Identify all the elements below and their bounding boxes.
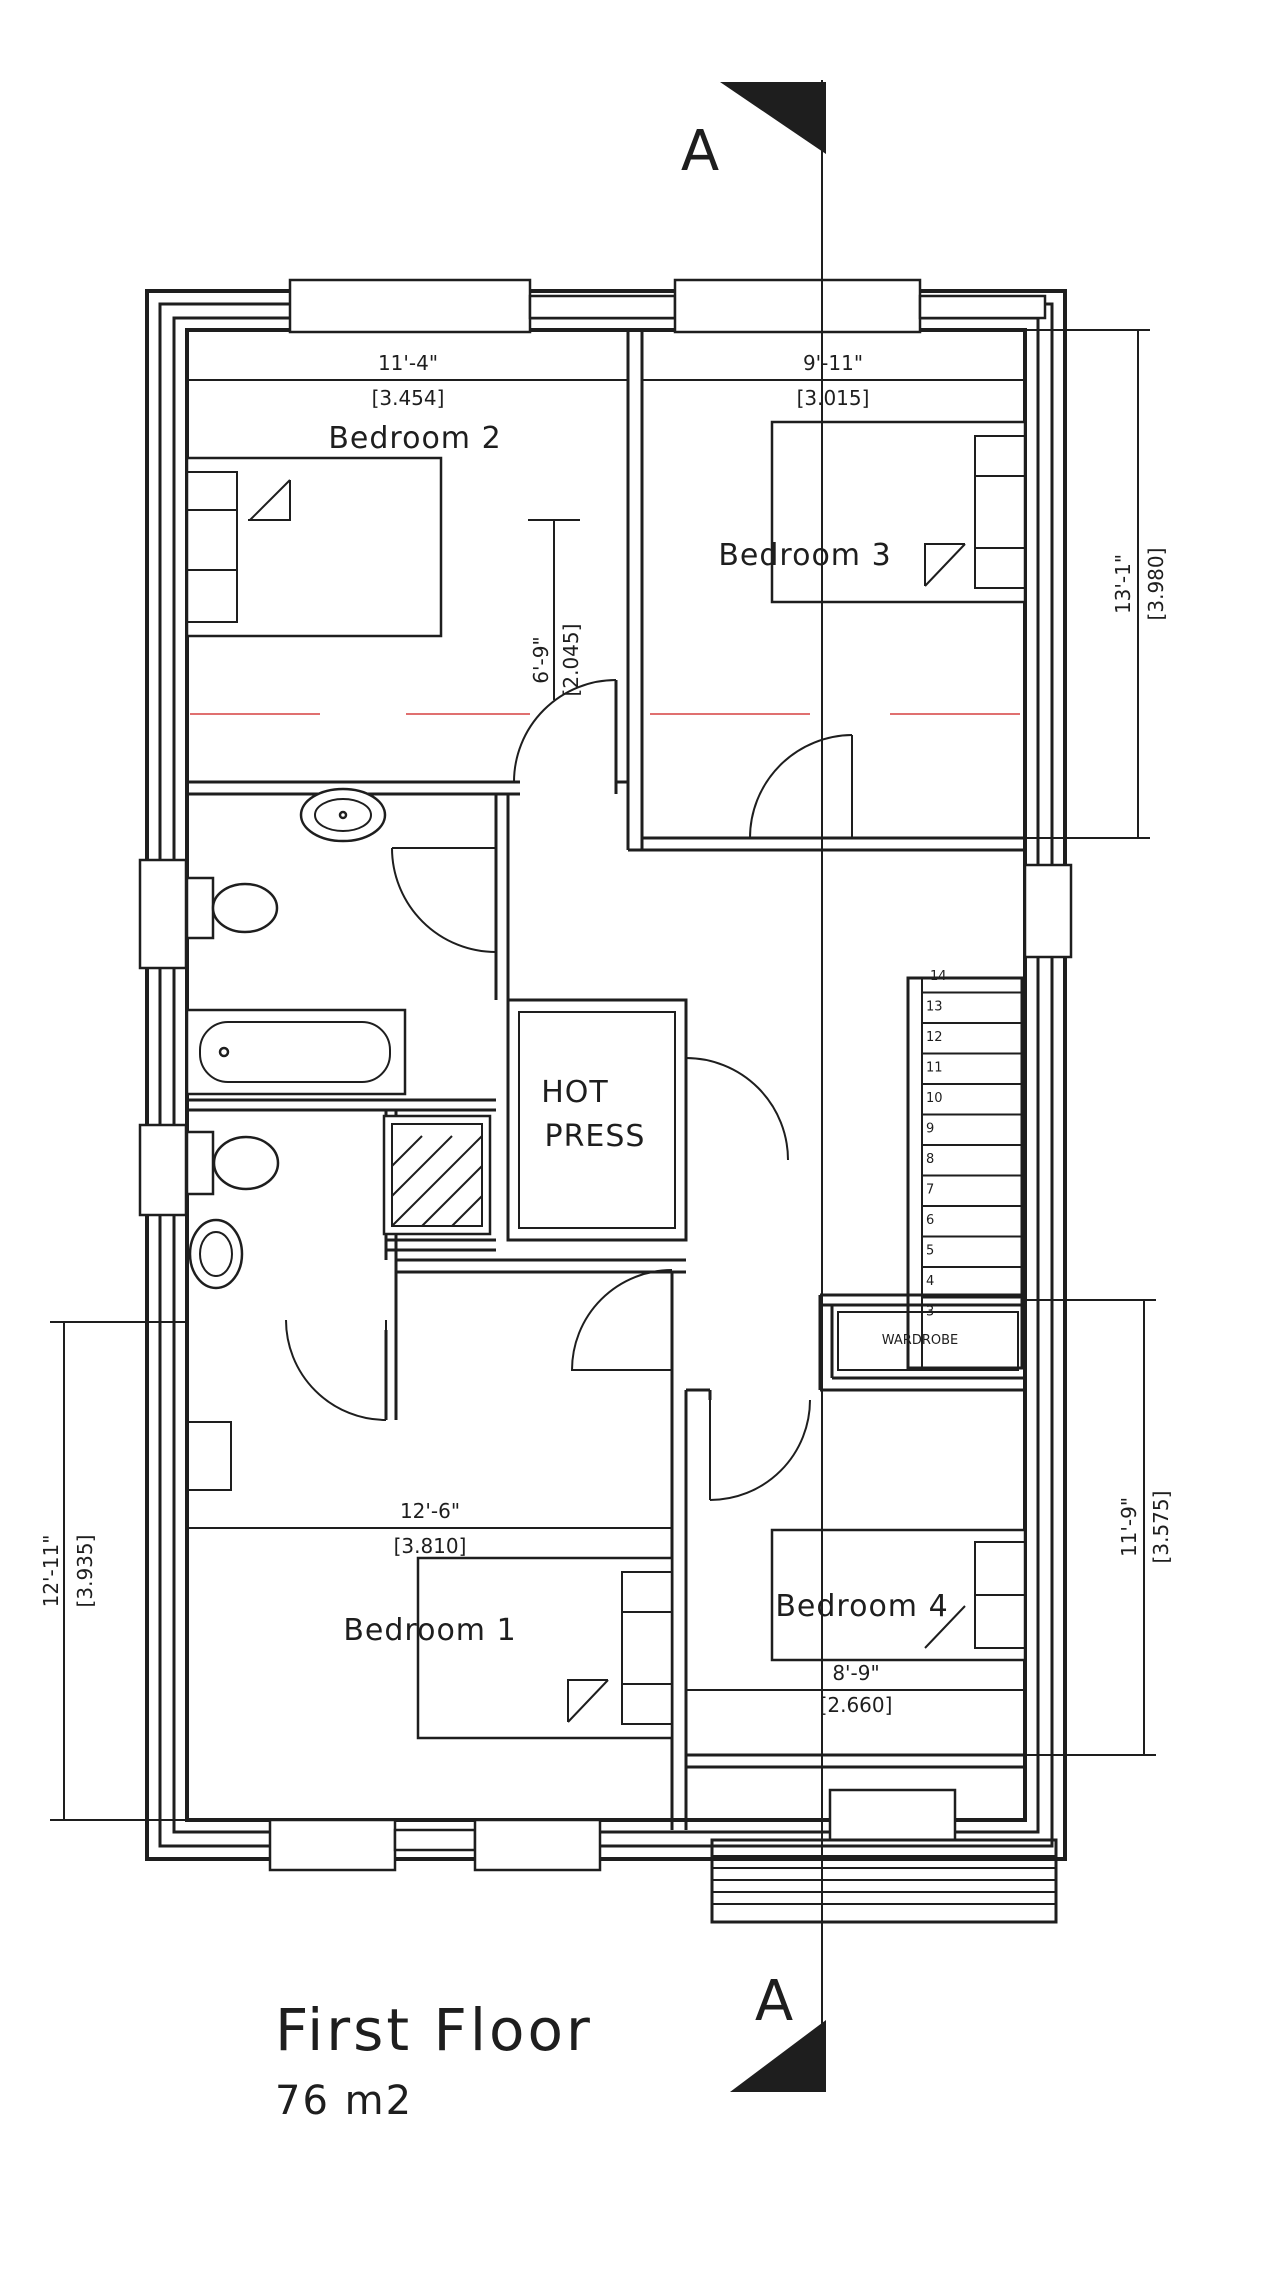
section-marker-top: A [681,119,719,184]
section-line-a-a: A A [681,80,826,2092]
entrance-steps [710,1838,1058,1924]
bed-4-furniture [770,1528,1027,1662]
plan-area: 76 m2 [275,2078,413,2124]
bed4-depth-imperial: 11'-9" [1117,1497,1141,1557]
bed2-depth-metric: [2.045] [559,624,583,697]
stair-step-number: 3 [926,1305,934,1320]
bedroom-2-label: Bedroom 2 [328,421,501,456]
stair-step-number: 13 [926,1000,943,1015]
hot-press-label-line1: HOT [541,1075,609,1110]
room-labels: Bedroom 2 Bedroom 3 Bedroom 1 Bedroom 4 … [328,421,948,1648]
wardrobe: WARDROBE [837,1311,1019,1371]
bed2-width-metric: [3.454] [372,386,445,410]
bed-1-furniture [416,1556,674,1740]
stair-step-number: 10 [926,1091,943,1106]
dimension-lines [50,329,1156,1821]
doors [285,679,853,1501]
bed2-depth-imperial: 6'-9" [529,636,553,683]
bed-3-furniture [770,420,1027,604]
bed3-depth-metric: [3.980] [1144,548,1168,621]
windows [138,278,1073,1872]
bed2-width-imperial: 11'-4" [378,351,438,375]
stair-step-number: 5 [926,1244,934,1259]
bathroom-fixtures [185,787,492,1491]
section-marker-bottom: A [755,1969,793,2034]
bedroom-3-label: Bedroom 3 [718,538,891,573]
stair-step-number: 8 [926,1152,934,1167]
stair-step-number: 11 [926,1061,943,1076]
bed4-width-metric: [2.660] [820,1693,893,1717]
plan-title: First Floor [275,1996,593,2064]
bed-2-furniture [185,456,443,638]
staircase: 14 13 12 11 10 9 8 7 6 5 4 3 [906,969,1024,1370]
bed4-width-imperial: 8'-9" [832,1661,879,1685]
stair-step-number: 14 [930,969,947,984]
stair-step-number: 4 [926,1274,934,1289]
bed3-width-imperial: 9'-11" [803,351,863,375]
stair-step-number: 9 [926,1122,934,1137]
bed1-width-imperial: 12'-6" [400,1499,460,1523]
stair-step-number: 7 [926,1183,934,1198]
bed1-depth-imperial: 12'-11" [39,1535,63,1608]
stair-step-number: 12 [926,1030,943,1045]
bed1-depth-metric: [3.935] [73,1535,97,1608]
title-block: First Floor 76 m2 [275,1996,593,2124]
bedroom-4-label: Bedroom 4 [775,1589,948,1624]
dimension-labels: 11'-4" [3.454] 9'-11" [3.015] 6'-9" [2.0… [39,351,1173,1717]
bed4-depth-metric: [3.575] [1149,1491,1173,1564]
bed1-width-metric: [3.810] [394,1534,467,1558]
bed3-depth-imperial: 13'-1" [1111,554,1135,614]
bed3-width-metric: [3.015] [797,386,870,410]
hot-press-label-line2: PRESS [545,1119,646,1154]
stair-step-number: 6 [926,1213,934,1228]
bedroom-1-label: Bedroom 1 [343,1613,516,1648]
wardrobe-label: WARDROBE [882,1333,958,1348]
